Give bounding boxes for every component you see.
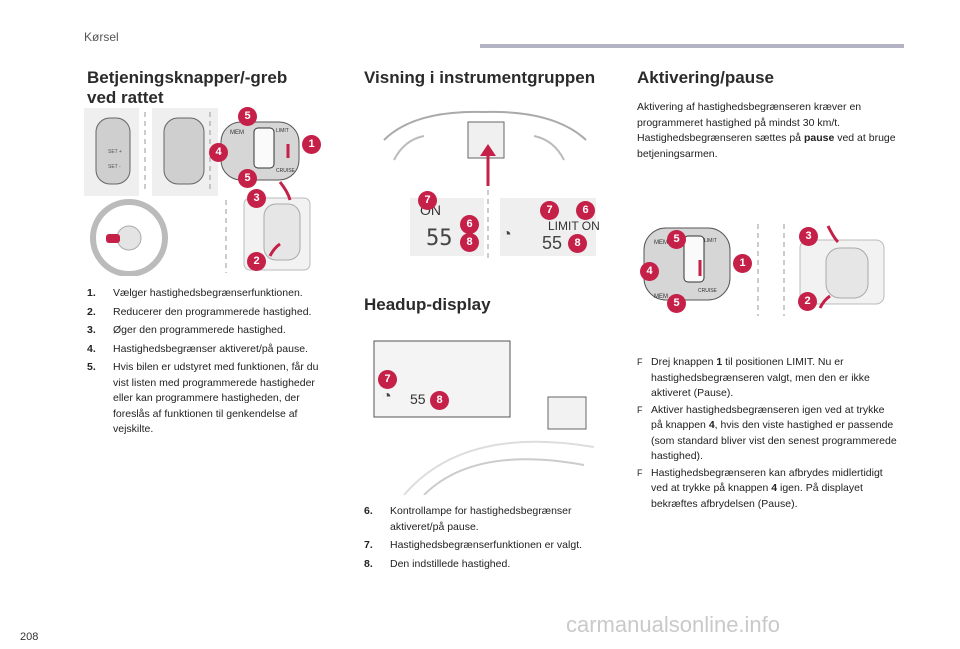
badge-4-r: 4 [640, 262, 659, 281]
badge-1: 1 [302, 135, 321, 154]
list-item: 6.Kontrollampe for hastighedsbegrænser a… [364, 505, 572, 533]
badge-5-bottom: 5 [238, 169, 257, 188]
hud-title: Headup-display [364, 295, 491, 314]
badge-8-hud: 8 [430, 391, 449, 410]
list-item: 2.Reducerer den programmerede hastighed. [87, 305, 312, 318]
list-item: 5.Hvis bilen er udstyret med funktionen,… [87, 361, 319, 435]
badge-6-right: 6 [576, 201, 595, 220]
hud-speed: 55 [410, 391, 426, 407]
left-title-line1: Betjeningsknapper/-greb [87, 68, 288, 87]
list-item: 7.Hastighedsbegrænserfunktionen er valgt… [364, 539, 583, 551]
limit-label: LIMIT [276, 128, 289, 134]
mem-label-top: MEM [654, 240, 668, 246]
cruise-label-r: CRUISE [698, 288, 718, 294]
page-number: 208 [20, 631, 39, 643]
section-label: Kørsel [84, 30, 119, 44]
badge-4: 4 [209, 143, 228, 162]
left-controls-list: 1.Vælger hastighedsbegrænserfunktionen. … [87, 286, 337, 441]
cruise-label: CRUISE [276, 168, 296, 174]
badge-5-top: 5 [238, 107, 257, 126]
limit-label-r: LIMIT [704, 238, 717, 244]
list-item: 1.Vælger hastighedsbegrænserfunktionen. [87, 287, 303, 299]
badge-7-left: 7 [418, 191, 437, 210]
badge-6-left: 6 [460, 215, 479, 234]
badge-7-hud: 7 [378, 370, 397, 389]
badge-2-r: 2 [798, 292, 817, 311]
steering-controls-figure: MEM LIMIT CRUISE SET + SET - [84, 108, 311, 276]
list-item: 3.Øger den programmerede hastighed. [87, 324, 286, 336]
right-title: Aktivering/pause [637, 68, 774, 87]
middle-display-list: 6.Kontrollampe for hastighedsbegrænser a… [364, 504, 614, 575]
headup-display-figure [373, 340, 595, 495]
badge-5-top-r: 5 [667, 230, 686, 249]
list-item: 4.Hastighedsbegrænser aktiveret/på pause… [87, 342, 308, 355]
activation-intro: Aktivering af hastighedsbegrænseren kræv… [637, 101, 896, 160]
badge-5-bottom-r: 5 [667, 294, 686, 313]
speedometer-icon: ◔ [502, 226, 512, 243]
set-plus-label: SET + [108, 149, 122, 155]
cluster-speed-right: 55 [542, 233, 563, 253]
activation-controls-figure: MEM LIMIT CRUISE MEM [643, 224, 885, 316]
set-minus-label: SET - [108, 164, 121, 170]
mem-label-bottom: MEM [654, 294, 668, 300]
mem-label: MEM [230, 130, 244, 136]
badge-3-r: 3 [799, 227, 818, 246]
badge-1-r: 1 [733, 254, 752, 273]
badge-2: 2 [247, 252, 266, 271]
cluster-limit-on-text: LIMIT ON [548, 219, 600, 233]
section-bar [480, 44, 904, 48]
cluster-speed-left: 55 [426, 226, 453, 251]
middle-title: Visning i instrumentgruppen [364, 68, 596, 87]
hud-speedometer-icon: ◔ [382, 388, 392, 405]
badge-3: 3 [247, 189, 266, 208]
badge-7-right: 7 [540, 201, 559, 220]
badge-8-left: 8 [460, 233, 479, 252]
list-item: 8.Den indstillede hastighed. [364, 557, 511, 570]
badge-8-right: 8 [568, 234, 587, 253]
watermark: carmanualsonline.info [566, 612, 781, 637]
left-title: Betjeningsknapper/-greb ved rattet [87, 68, 287, 108]
left-title-line2: ved rattet [87, 88, 164, 107]
